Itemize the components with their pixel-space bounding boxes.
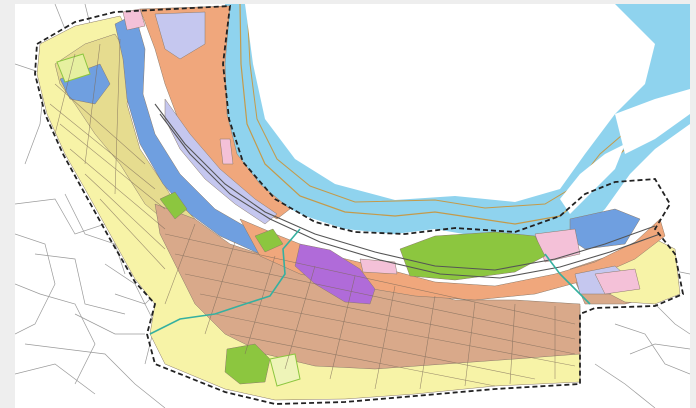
park-shore-west[interactable]: [159, 191, 188, 220]
zone-pink-waterfront[interactable]: [359, 258, 398, 275]
zoning-map[interactable]: [15, 4, 690, 408]
zone-lavender-rail[interactable]: [164, 98, 278, 225]
city-street-grid: [49, 38, 576, 390]
creek-east: [544, 253, 591, 305]
zone-pink-north[interactable]: [122, 8, 146, 31]
park-waterfront[interactable]: [399, 231, 546, 281]
city-boundary: [34, 5, 685, 405]
creek: [149, 228, 301, 335]
railroad-lines: [154, 103, 661, 279]
park-hatched-south[interactable]: [269, 353, 301, 387]
zone-pink-east-2[interactable]: [594, 268, 641, 295]
zoning-map-svg[interactable]: [15, 4, 690, 408]
zone-downtown[interactable]: [294, 243, 376, 305]
island-land: [245, 4, 655, 202]
island-spit: [560, 144, 625, 214]
zone-lavender-north[interactable]: [154, 11, 206, 60]
zone-pink-shore[interactable]: [219, 138, 234, 165]
island-small-east: [615, 89, 690, 154]
park-shore-mid[interactable]: [254, 228, 284, 253]
park-south[interactable]: [224, 343, 271, 385]
shoreline-outline-inner: [246, 4, 690, 209]
